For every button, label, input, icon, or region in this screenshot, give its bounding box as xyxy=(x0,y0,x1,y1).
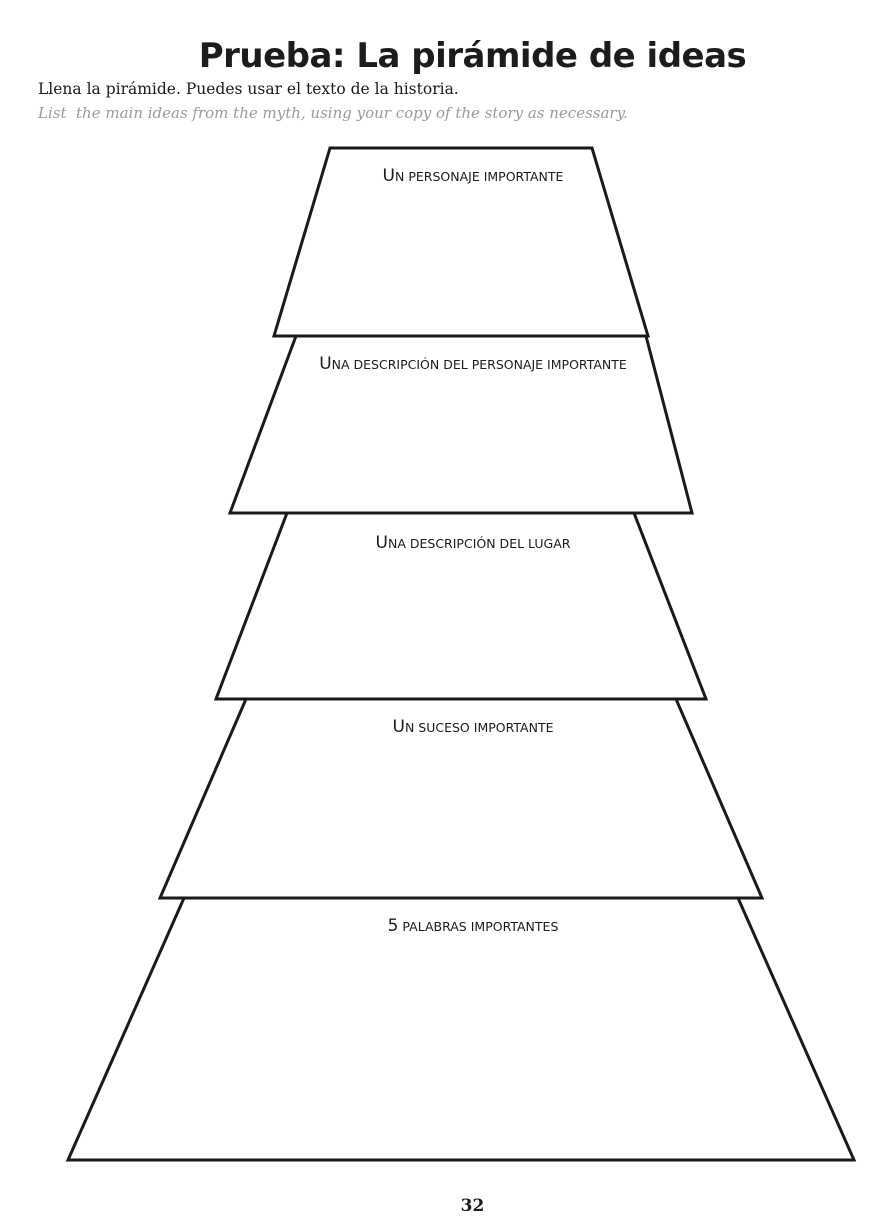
instruction-text: Llena la pirámide. Puedes usar el texto … xyxy=(38,80,459,98)
pyramid-level-2-label: UNA DESCRIPCIÓN DEL PERSONAJE IMPORTANTE xyxy=(319,354,627,374)
pyramid-level-3[interactable]: UNA DESCRIPCIÓN DEL LUGAR xyxy=(213,511,709,701)
pyramid-level-5[interactable]: 5 PALABRAS IMPORTANTES xyxy=(65,896,857,1162)
pyramid-level-4[interactable]: UN SUCESO IMPORTANTE xyxy=(157,697,765,900)
pyramid-level-4-box[interactable] xyxy=(157,697,765,900)
pyramid-level-5-label: 5 PALABRAS IMPORTANTES xyxy=(388,916,559,936)
pyramid-level-5-box[interactable] xyxy=(65,896,857,1162)
pyramid-level-2[interactable]: UNA DESCRIPCIÓN DEL PERSONAJE IMPORTANTE xyxy=(227,334,694,515)
pyramid-level-3-label: UNA DESCRIPCIÓN DEL LUGAR xyxy=(376,533,571,553)
page-title: Prueba: La pirámide de ideas xyxy=(198,36,747,76)
pyramid-level-1[interactable]: UN PERSONAJE IMPORTANTE xyxy=(271,146,651,338)
pyramid-level-1-box[interactable] xyxy=(271,146,651,338)
pyramid-level-2-box[interactable] xyxy=(227,334,694,515)
pyramid-level-1-label: UN PERSONAJE IMPORTANTE xyxy=(383,166,564,186)
instruction-text-english: List the main ideas from the myth, using… xyxy=(38,104,628,122)
pyramid-level-4-label: UN SUCESO IMPORTANTE xyxy=(392,717,553,737)
page-number: 32 xyxy=(460,1196,485,1216)
pyramid-level-3-box[interactable] xyxy=(213,511,709,701)
